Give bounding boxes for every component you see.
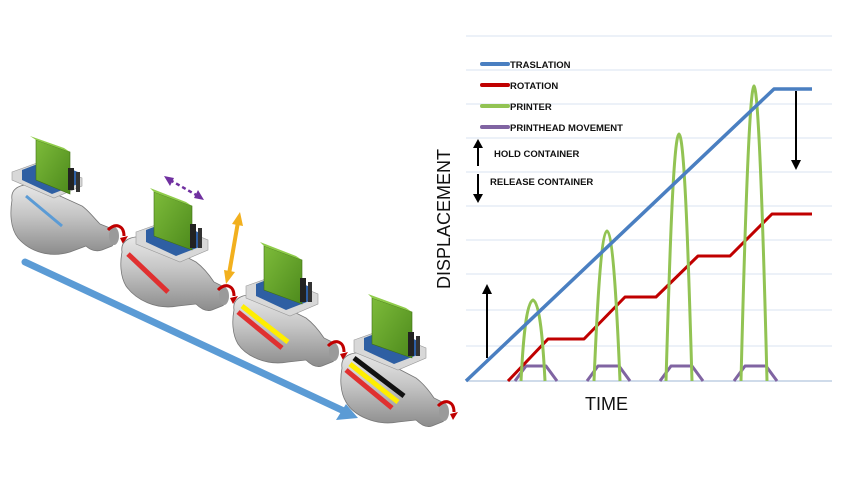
bottle-illustration — [10, 136, 458, 427]
translation-arrow — [21, 258, 358, 420]
series-printer — [519, 84, 769, 382]
printhead-1 — [11, 136, 83, 199]
hold-container-arrow — [482, 284, 492, 358]
series-rotation — [506, 212, 812, 383]
series-printhead-movement — [513, 364, 779, 382]
legend-label-rotation: ROTATION — [510, 81, 558, 92]
motion-timing-chart: TRASLATION ROTATION PRINTER PRINTHEAD MO… — [434, 35, 832, 414]
printhead-movement-arrow — [164, 176, 204, 200]
printhead-4 — [353, 294, 427, 371]
bottle-station-2 — [120, 176, 238, 311]
rotation-arrow-3 — [326, 340, 346, 353]
rotation-arrow-4 — [436, 400, 456, 413]
legend-item-printer: PRINTER — [480, 102, 552, 113]
x-axis-label: TIME — [585, 394, 628, 414]
bottle-1 — [10, 184, 119, 255]
legend-item-hold-container: HOLD CONTAINER — [473, 139, 579, 166]
legend-item-printhead-movement: PRINTHEAD MOVEMENT — [480, 123, 623, 134]
legend-label-printhead-movement: PRINTHEAD MOVEMENT — [510, 123, 623, 134]
bottle-station-4 — [340, 294, 458, 427]
arrow-down-icon — [473, 174, 483, 203]
series-traslation — [464, 87, 812, 383]
bottle-station-1 — [10, 136, 128, 255]
legend-label-traslation: TRASLATION — [510, 60, 571, 71]
vertical-movement-arrow — [224, 212, 243, 284]
legend-item-rotation: ROTATION — [480, 81, 558, 92]
printhead-2 — [135, 188, 209, 263]
legend-label-printer: PRINTER — [510, 102, 552, 113]
bottle-station-3 — [232, 242, 348, 367]
legend-item-traslation: TRASLATION — [480, 60, 571, 71]
chart-legend: TRASLATION ROTATION PRINTER PRINTHEAD MO… — [473, 60, 623, 203]
legend-label-release-container: RELEASE CONTAINER — [490, 177, 593, 188]
bottle-3 — [232, 294, 339, 367]
printhead-3 — [245, 242, 319, 317]
bottle-4 — [340, 352, 449, 427]
arrow-up-icon — [473, 139, 483, 166]
release-container-arrow — [791, 91, 801, 170]
rotation-arrow-2 — [216, 284, 236, 297]
y-axis-label: DISPLACEMENT — [434, 149, 454, 289]
legend-item-release-container: RELEASE CONTAINER — [473, 174, 593, 203]
legend-label-hold-container: HOLD CONTAINER — [494, 149, 579, 160]
rotation-arrow-1 — [106, 224, 126, 237]
